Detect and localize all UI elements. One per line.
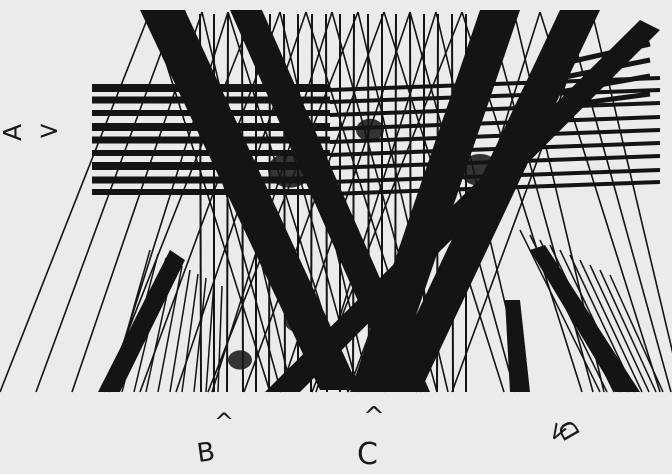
diagonal-line [520,230,600,392]
ink-blob [284,307,316,333]
ink-blob [460,154,500,186]
arrow-c: ^ [363,404,385,430]
diagonal-line [218,286,222,392]
diagonal-line [170,270,190,392]
diagonal-line [36,12,176,392]
ink-blob [356,119,384,141]
label-a: A [0,124,25,141]
ink-blob [228,350,252,369]
ink-blob [402,336,438,365]
label-b: B [195,439,216,467]
arrow-b: ^ [214,410,234,434]
ink-blob [268,152,312,187]
diagonal-band [505,300,530,392]
vertical-line [227,14,228,392]
arrow-a: > [38,118,60,144]
label-c: C [357,440,378,470]
diagonal-band [530,245,640,392]
diagonal-bands-group [98,10,660,392]
